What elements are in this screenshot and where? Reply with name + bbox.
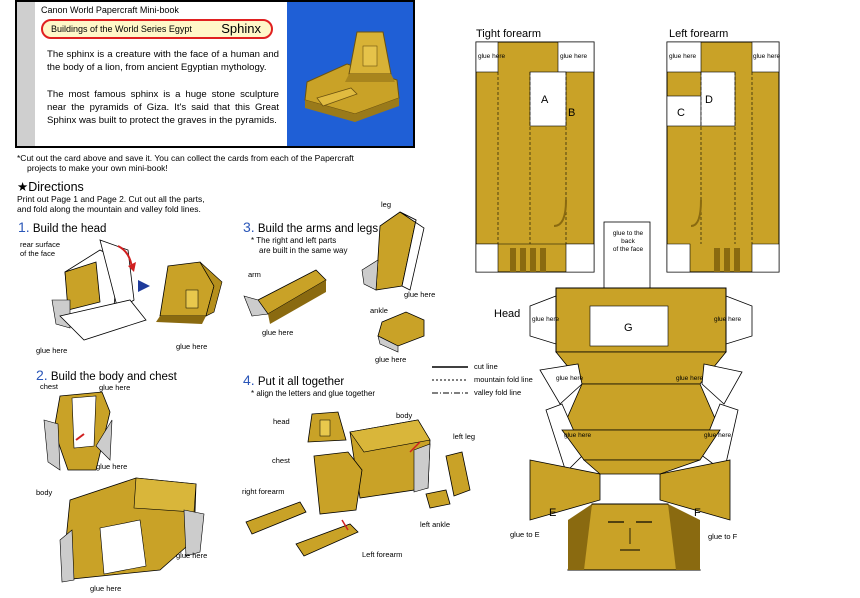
glue-to-back-label: glue to the back of the face (606, 230, 650, 254)
fold-legend (432, 366, 468, 394)
head-template-title: Head (494, 308, 521, 320)
lf-glue-right: glue here (753, 53, 781, 60)
label-glue-step3-a: glue here (404, 290, 436, 299)
step-2-title: Build the body and chest (50, 371, 177, 383)
lf-glue-left: glue here (669, 53, 697, 60)
label-arm-step3: arm (248, 270, 261, 279)
step4-assembly (245, 411, 471, 557)
step3-arm (243, 269, 327, 324)
label-glue-step1-b: glue here (176, 342, 208, 351)
step1-arrow-icon (138, 280, 150, 292)
left-forearm-title: Left forearm (669, 28, 729, 40)
glue-to-back-line-1: glue to the back (612, 230, 644, 245)
tight-forearm-template (475, 41, 595, 273)
label-glue-step3-b: glue here (262, 328, 294, 337)
step-3-number: 3. (243, 219, 255, 235)
legend-mountain-fold: mountain fold line (474, 375, 533, 384)
label-glue-step1-a: glue here (36, 346, 68, 355)
step-4-number: 4. (243, 372, 255, 388)
label-left-leg: left leg (453, 432, 476, 441)
label-head-step4: head (273, 417, 290, 426)
card-grey-strip (17, 2, 35, 146)
directions-intro-2: and fold along the mountain and valley f… (17, 204, 201, 214)
left-forearm-template (666, 41, 780, 273)
step-2-heading: 2. Build the body and chest (36, 367, 177, 383)
step-3-title: Build the arms and legs (257, 223, 379, 235)
part-letter-d: D (705, 94, 713, 106)
head-glue-upper-right: glue here (676, 375, 704, 382)
step-2-number: 2. (36, 367, 48, 383)
label-leg-step3: leg (381, 200, 392, 209)
tight-forearm-title: Tight forearm (476, 28, 542, 40)
part-letter-a: A (541, 94, 549, 106)
head-glue-lower-right: glue here (704, 432, 732, 439)
step-4-heading: 4. Put it all together (243, 372, 344, 388)
label-ankle-step3: ankle (370, 306, 388, 315)
label-glue-step3-c: glue here (375, 355, 407, 364)
label-glue-step2-d: glue here (90, 584, 122, 593)
cut-note-line-2: projects to make your own mini-book! (27, 163, 168, 173)
step-3-sub-2: are built in the same way (259, 246, 348, 255)
label-left-ankle: left ankle (420, 520, 451, 529)
label-glue-step2-c: glue here (176, 551, 208, 560)
sphinx-model-image (304, 31, 400, 122)
tf-glue-right: glue here (560, 53, 588, 60)
part-letter-e: E (549, 507, 557, 519)
legend-valley-fold: valley fold line (474, 388, 522, 397)
info-card: Canon World Papercraft Mini-book Buildin… (15, 0, 415, 148)
step-1-heading: 1. Build the head (18, 219, 106, 235)
step1-head-folded (156, 261, 223, 324)
label-rear-surface-2: of the face (20, 249, 56, 258)
card-image-panel (287, 2, 413, 146)
directions-heading: ★Directions (17, 180, 84, 194)
card-paragraph-2: The most famous sphinx is a huge stone s… (47, 89, 279, 126)
label-chest-step4: chest (272, 456, 290, 465)
step3-ankle (377, 311, 425, 353)
card-paragraph-1: The sphinx is a creature with the face o… (47, 49, 279, 73)
step2-chest (43, 391, 113, 471)
part-letter-g: G (624, 322, 633, 334)
legend-cut-line: cut line (474, 362, 498, 371)
step-3-heading: 3. Build the arms and legs (243, 219, 378, 235)
glue-to-e-label: glue to E (510, 530, 540, 539)
step-4-title: Put it all together (257, 376, 345, 388)
step-4-sub: * align the letters and glue together (251, 389, 376, 398)
part-letter-c: C (677, 107, 685, 119)
card-text-area: Canon World Papercraft Mini-book Buildin… (17, 2, 287, 146)
head-glue-right: glue here (714, 316, 742, 323)
label-left-forearm-step4: Left forearm (362, 550, 403, 559)
directions-intro-1: Print out Page 1 and Page 2. Cut out all… (17, 194, 205, 204)
part-letter-b: B (568, 107, 576, 119)
series-badge: Buildings of the World Series Egypt Sphi… (41, 19, 273, 39)
mini-book-label: Canon World Papercraft Mini-book (41, 5, 179, 15)
step1-head-unfolded (51, 239, 147, 341)
step3-leg (361, 211, 425, 291)
step2-body (59, 477, 205, 583)
head-glue-lower-left: glue here (564, 432, 592, 439)
label-glue-step2-b: glue here (96, 462, 128, 471)
glue-to-back-line-2: of the face (612, 246, 644, 253)
label-body-step2: body (36, 488, 53, 497)
glue-to-f-label: glue to F (708, 532, 738, 541)
label-body-step4: body (396, 411, 413, 420)
head-glue-upper-left: glue here (556, 375, 584, 382)
part-letter-f: F (694, 507, 701, 519)
label-rear-surface-1: rear surface (20, 240, 61, 249)
step-1-number: 1. (18, 219, 30, 235)
cut-note-line-1: *Cut out the card above and save it. You… (17, 153, 354, 163)
series-label: Buildings of the World Series Egypt (51, 24, 192, 34)
head-glue-left: glue here (532, 316, 560, 323)
head-template (529, 221, 753, 571)
card-title: Sphinx (221, 21, 261, 36)
tf-glue-left: glue here (478, 53, 506, 60)
label-chest-step2: chest (40, 382, 58, 391)
label-right-forearm: right forearm (242, 487, 285, 496)
step-1-title: Build the head (32, 223, 107, 235)
label-glue-step2-a: glue here (99, 383, 131, 392)
step-3-sub-1: * The right and left parts (251, 236, 337, 245)
